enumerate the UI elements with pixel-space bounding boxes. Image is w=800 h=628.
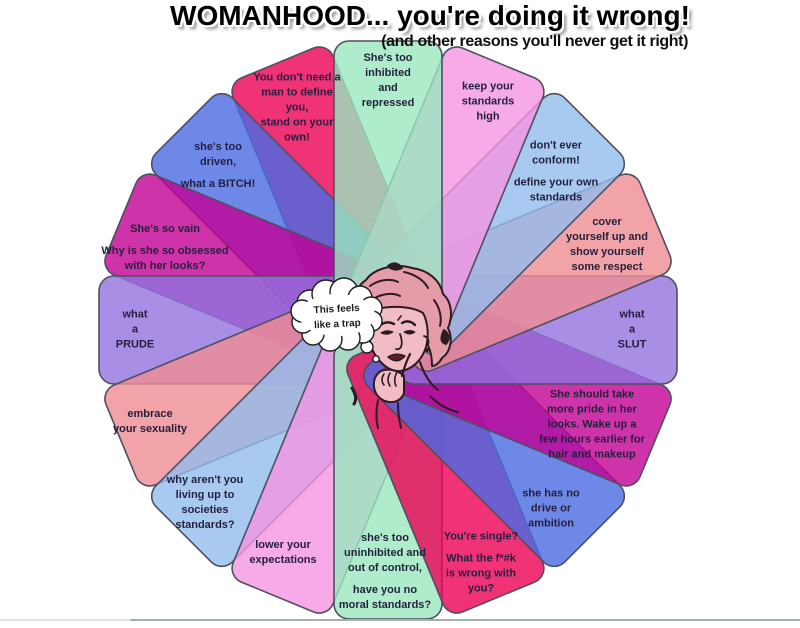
woman-illustration <box>350 262 459 429</box>
thought-bubble: This feels like a trap <box>290 277 383 363</box>
bottom-edge-left-segment <box>0 619 130 621</box>
page-subtitle: (and other reasons you'll never get it r… <box>381 33 688 50</box>
petals-group <box>98 40 678 620</box>
thought-bubble-line1: This feels <box>313 303 360 316</box>
bottom-edge-line <box>130 619 800 621</box>
thought-bubble-line2: like a trap <box>314 318 361 331</box>
page-title: WOMANHOOD... you're doing it wrong! <box>170 0 690 31</box>
